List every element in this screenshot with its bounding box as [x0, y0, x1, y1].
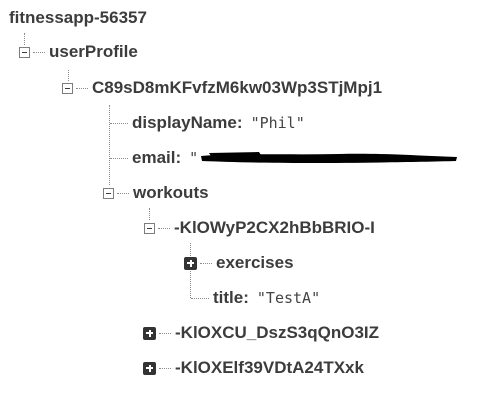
tree-node-workout-3[interactable]: -KlOXElf39VDtA24TXxk	[143, 356, 364, 380]
expand-icon[interactable]	[143, 361, 156, 375]
database-root[interactable]: fitnessapp-56357	[9, 8, 147, 27]
redaction-scribble	[201, 152, 457, 163]
node-key[interactable]: -KlOXCU_DszS3qQnO3IZ	[175, 323, 380, 342]
tree-connector	[117, 192, 129, 194]
tree-line	[109, 105, 110, 185]
node-key[interactable]: displayName	[132, 113, 237, 132]
node-key[interactable]: -KlOWyP2CX2hBbBRIO-I	[174, 218, 375, 237]
tree-node-display-name[interactable]: displayName : "Phil"	[110, 111, 305, 135]
tree-node-user-profile[interactable]: userProfile	[19, 40, 138, 64]
collapse-icon[interactable]	[144, 222, 155, 234]
tree-connector	[159, 332, 171, 334]
tree-connector	[76, 87, 88, 89]
tree-node-workout-1[interactable]: -KlOWyP2CX2hBbBRIO-I	[144, 216, 375, 240]
tree-node-workout-2[interactable]: -KlOXCU_DszS3qQnO3IZ	[143, 321, 379, 345]
tree-node-user-id[interactable]: C89sD8mKFvfzM6kw03Wp3STjMpj1	[62, 76, 382, 100]
tree-connector	[110, 157, 128, 159]
tree-connector	[110, 122, 128, 124]
tree-connector	[159, 367, 171, 369]
node-value[interactable]: "Phil"	[250, 114, 305, 132]
node-key[interactable]: userProfile	[49, 42, 138, 61]
node-key[interactable]: exercises	[216, 253, 294, 272]
tree-connector	[191, 297, 209, 299]
collapse-icon[interactable]	[62, 82, 73, 94]
node-key[interactable]: email	[132, 148, 176, 167]
node-value[interactable]: "	[189, 149, 199, 167]
tree-connector	[33, 51, 45, 53]
tree-line	[190, 243, 191, 298]
tree-node-email[interactable]: email : "	[110, 146, 198, 170]
node-key[interactable]: title	[213, 288, 244, 307]
tree-line	[24, 33, 25, 45]
node-key[interactable]: C89sD8mKFvfzM6kw03Wp3STjMpj1	[92, 78, 383, 97]
tree-node-workouts[interactable]: workouts	[103, 181, 209, 205]
tree-connector	[158, 227, 170, 229]
tree-connector	[200, 262, 212, 264]
collapse-icon[interactable]	[103, 187, 114, 199]
tree-line	[149, 208, 150, 220]
expand-icon[interactable]	[184, 256, 197, 270]
tree-line	[68, 70, 69, 81]
node-key[interactable]: -KlOXElf39VDtA24TXxk	[175, 358, 364, 377]
node-key[interactable]: workouts	[133, 183, 209, 202]
node-value[interactable]: "TestA"	[256, 289, 321, 307]
collapse-icon[interactable]	[19, 46, 30, 58]
tree-node-title[interactable]: title : "TestA"	[191, 286, 320, 310]
expand-icon[interactable]	[143, 326, 156, 340]
tree-node-exercises[interactable]: exercises	[184, 251, 294, 275]
